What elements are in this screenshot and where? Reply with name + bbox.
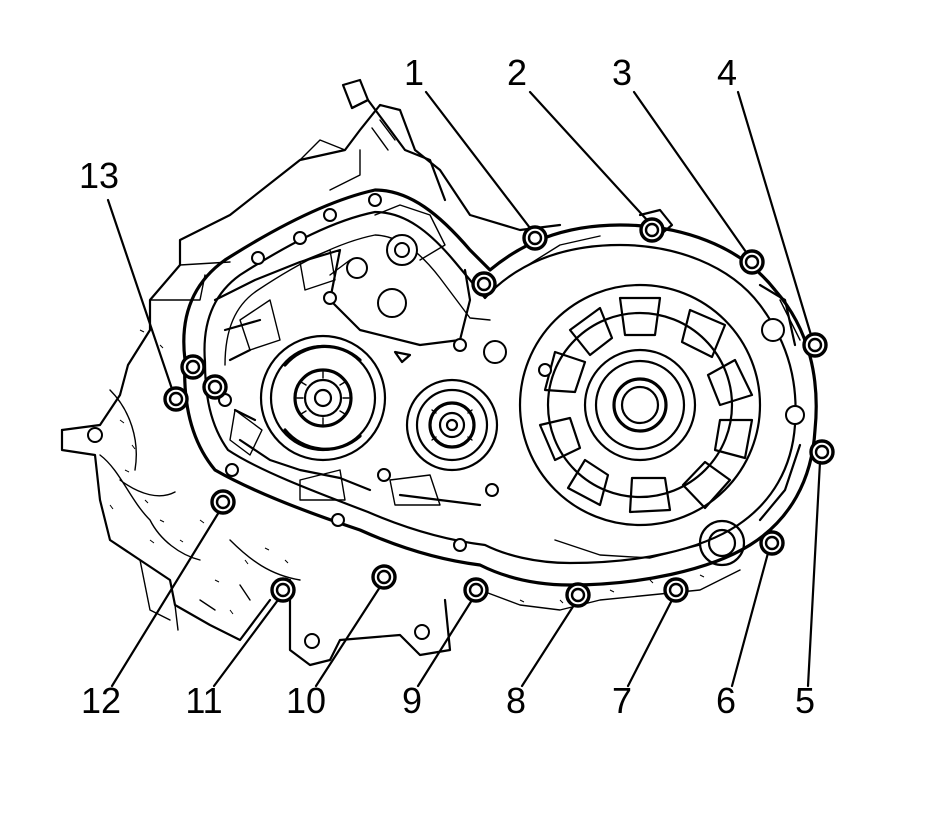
right-chamber xyxy=(518,208,805,567)
case-bolt-3 xyxy=(739,249,765,275)
callout-label-5: 5 xyxy=(795,680,815,721)
case-bolt-12 xyxy=(210,489,236,515)
case-bolt-8 xyxy=(565,582,591,608)
rear-housing xyxy=(60,78,741,667)
case-bolt-13 xyxy=(163,386,189,412)
case-bolt-7 xyxy=(663,577,689,603)
leader-line-5 xyxy=(806,460,822,688)
callout-label-1: 1 xyxy=(404,52,424,93)
callout-label-9: 9 xyxy=(402,680,422,721)
leader-line-8 xyxy=(520,603,576,688)
case-bolts xyxy=(163,217,835,608)
callout-label-7: 7 xyxy=(612,680,632,721)
callout-label-6: 6 xyxy=(716,680,736,721)
case-bolt-1 xyxy=(522,225,548,251)
case-bolt-9 xyxy=(463,577,489,603)
case-bolt-uncalled-3 xyxy=(202,374,228,400)
leader-line-3 xyxy=(632,90,748,254)
leader-line-1 xyxy=(424,90,532,230)
callout-label-3: 3 xyxy=(612,52,632,93)
callout-label-12: 12 xyxy=(81,680,121,721)
leader-line-4 xyxy=(736,90,813,337)
case-bolt-6 xyxy=(759,530,785,556)
case-bolt-uncalled-1 xyxy=(471,271,497,297)
callout-label-8: 8 xyxy=(506,680,526,721)
left-chamber xyxy=(213,204,507,507)
leader-line-7 xyxy=(626,598,674,688)
leader-lines xyxy=(106,90,822,688)
leader-line-6 xyxy=(730,551,770,688)
leader-line-13 xyxy=(106,198,174,391)
flange-holes xyxy=(218,193,552,552)
leader-line-12 xyxy=(110,510,221,688)
case-bolt-5 xyxy=(809,439,835,465)
case-bolt-uncalled-2 xyxy=(180,354,206,380)
case-bolt-2 xyxy=(639,217,665,243)
leader-line-9 xyxy=(416,598,474,688)
case-flange xyxy=(182,188,818,587)
callout-label-11: 11 xyxy=(185,680,222,721)
case-bolt-11 xyxy=(270,577,296,603)
callout-label-2: 2 xyxy=(507,52,527,93)
leader-line-2 xyxy=(528,90,649,222)
leader-line-10 xyxy=(314,585,382,688)
callout-label-13: 13 xyxy=(79,155,119,196)
callout-label-10: 10 xyxy=(286,680,326,721)
case-bolt-10 xyxy=(371,564,397,590)
callout-label-4: 4 xyxy=(717,52,737,93)
leader-line-11 xyxy=(212,598,280,688)
case-bolt-4 xyxy=(802,332,828,358)
